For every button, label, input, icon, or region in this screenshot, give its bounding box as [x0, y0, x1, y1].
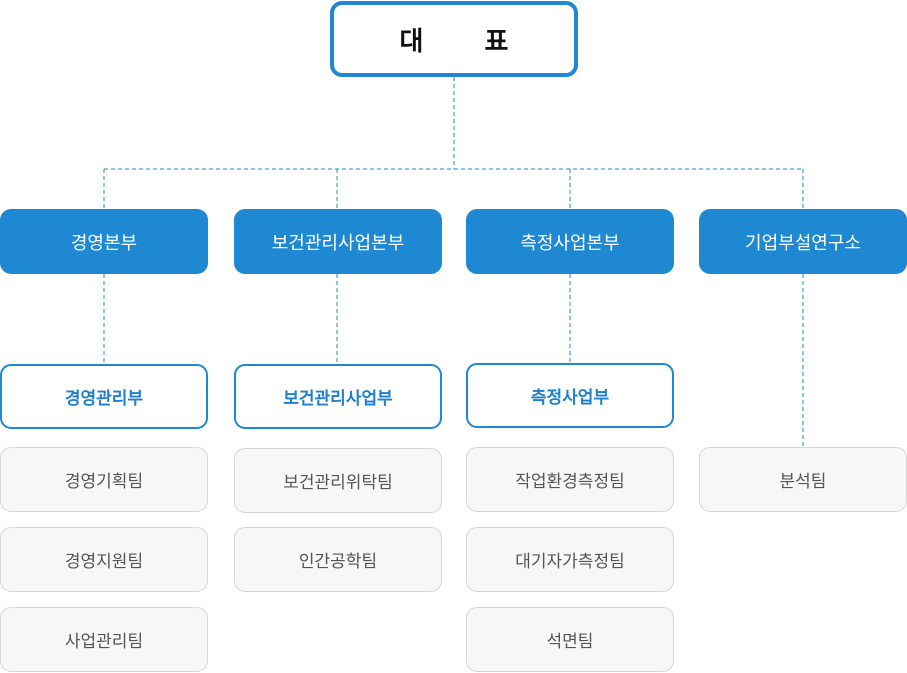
team-box: 사업관리팀	[0, 607, 208, 672]
team-label: 인간공학팀	[298, 552, 378, 572]
team-box: 작업환경측정팀	[466, 447, 674, 512]
ceo-box: 대 표	[330, 1, 578, 77]
department-box-management: 경영관리부	[0, 364, 208, 429]
team-label: 경영기획팀	[64, 472, 144, 492]
department-label: 측정사업부	[530, 388, 610, 408]
team-label: 경영지원팀	[64, 552, 144, 572]
team-box: 경영기획팀	[0, 447, 208, 512]
team-box: 분석팀	[699, 447, 907, 512]
team-label: 대기자가측정팀	[515, 552, 625, 572]
department-label: 경영관리부	[64, 389, 144, 409]
team-box: 석면팀	[466, 607, 674, 672]
team-label: 분석팀	[779, 472, 827, 492]
team-box: 대기자가측정팀	[466, 527, 674, 592]
team-box: 보건관리위탁팀	[234, 448, 442, 513]
team-label: 사업관리팀	[64, 632, 144, 652]
team-label: 작업환경측정팀	[515, 472, 625, 492]
division-box-health: 보건관리사업본부	[234, 209, 442, 274]
division-label: 측정사업본부	[520, 232, 620, 254]
department-box-measurement: 측정사업부	[466, 363, 674, 428]
team-box: 인간공학팀	[234, 527, 442, 592]
department-label: 보건관리사업부	[283, 389, 393, 409]
team-label: 석면팀	[546, 632, 594, 652]
division-box-management: 경영본부	[0, 209, 208, 274]
team-box: 경영지원팀	[0, 527, 208, 592]
division-box-measurement: 측정사업본부	[466, 209, 674, 274]
division-label: 기업부설연구소	[745, 232, 861, 254]
ceo-label: 대 표	[399, 26, 535, 57]
team-label: 보건관리위탁팀	[283, 473, 393, 493]
division-label: 경영본부	[70, 232, 138, 254]
division-box-research: 기업부설연구소	[699, 209, 907, 274]
division-label: 보건관리사업본부	[271, 232, 405, 254]
department-box-health: 보건관리사업부	[234, 364, 442, 429]
